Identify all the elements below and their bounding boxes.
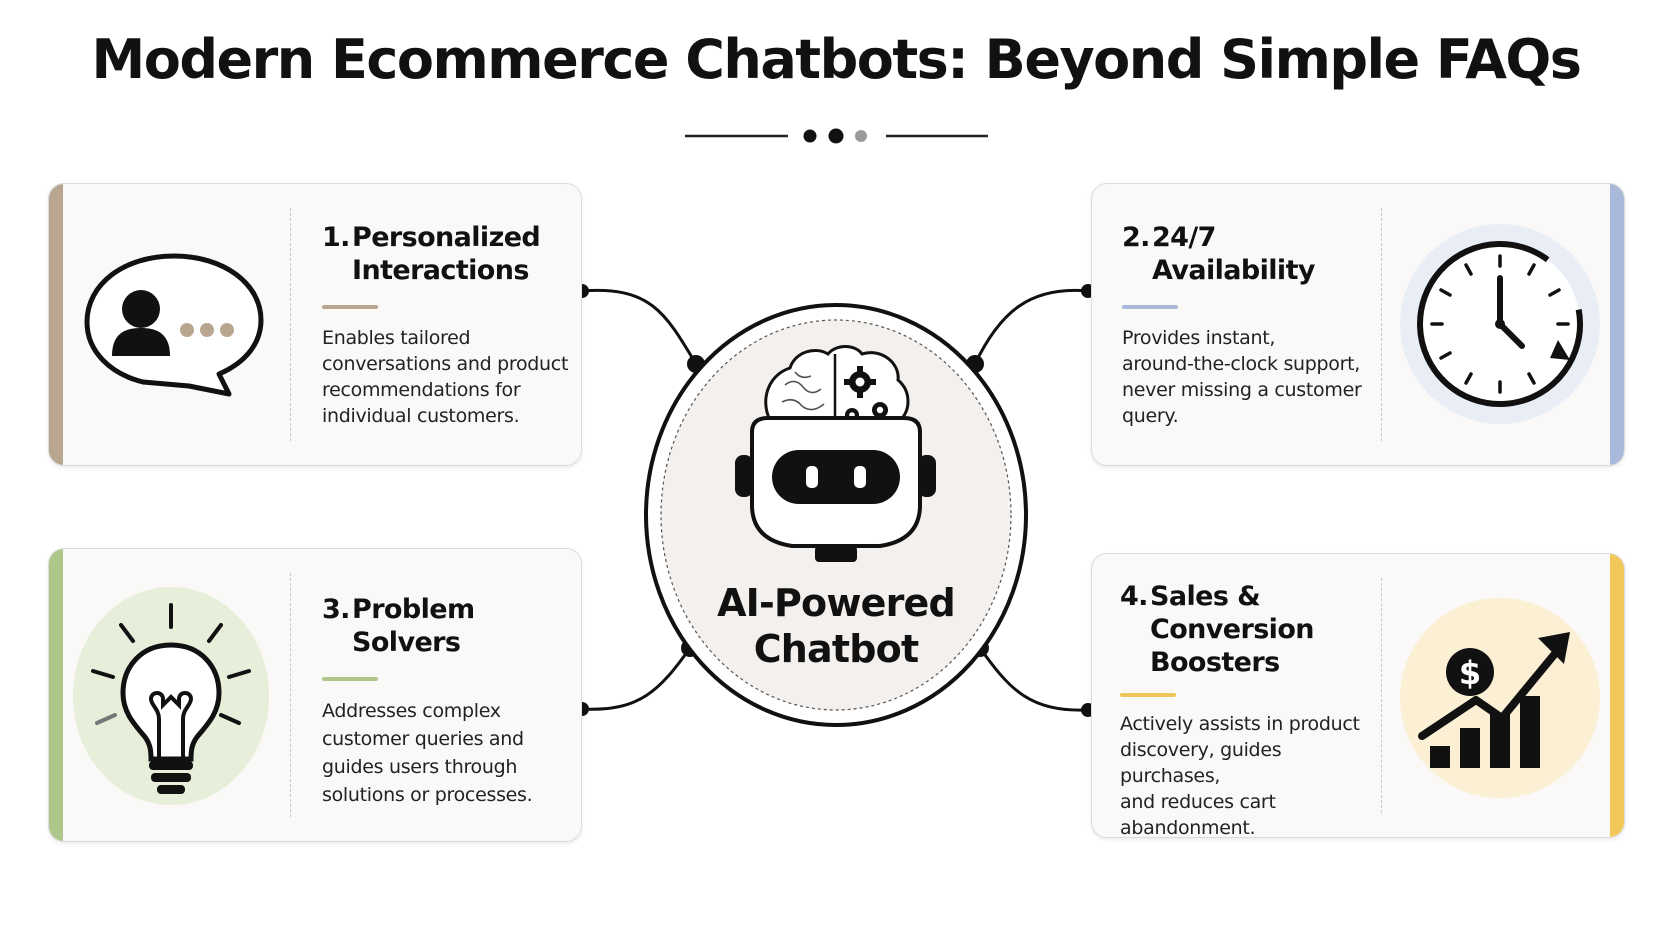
sales-growth-chart-icon: $ <box>1398 596 1602 805</box>
card-sales-conversion-boosters: 4.Sales & Conversion Boosters Actively a… <box>1091 553 1625 838</box>
card-divider <box>290 208 291 441</box>
center-label: AI-Powered Chatbot <box>686 580 986 672</box>
connector-3 <box>581 647 692 711</box>
card-24-7-availability: 2.24/7 Availability Provides instant, ar… <box>1091 183 1625 466</box>
card-body: Actively assists in product discovery, g… <box>1120 713 1360 838</box>
card-underline <box>322 305 378 309</box>
card-heading: 3.Problem Solvers <box>322 594 475 658</box>
connector-lines <box>581 288 1089 712</box>
card-divider <box>1381 208 1382 441</box>
card-accent <box>49 549 63 841</box>
chat-bubble-user-icon <box>79 244 269 409</box>
svg-text:$: $ <box>1459 654 1481 692</box>
card-text: 3.Problem Solvers Addresses complex cust… <box>322 593 577 809</box>
card-body: Enables tailored conversations and produ… <box>322 327 569 427</box>
center-label-line1: AI-Powered <box>717 581 956 625</box>
center-label-line2: Chatbot <box>753 627 919 671</box>
card-underline <box>322 677 378 681</box>
card-text: 2.24/7 Availability Provides instant, ar… <box>1122 221 1377 429</box>
connector-4 <box>978 647 1089 712</box>
card-body: Provides instant, around-the-clock suppo… <box>1122 327 1362 427</box>
card-problem-solvers: 3.Problem Solvers Addresses complex cust… <box>48 548 582 842</box>
page-title: Modern Ecommerce Chatbots: Beyond Simple… <box>91 28 1582 91</box>
card-text: 1.Personalized Interactions Enables tail… <box>322 221 577 429</box>
card-underline <box>1120 693 1176 697</box>
card-body: Addresses complex customer queries and g… <box>322 700 533 806</box>
clock-icon <box>1398 222 1602 431</box>
connector-1 <box>581 288 698 365</box>
card-text: 4.Sales & Conversion Boosters Actively a… <box>1120 580 1382 838</box>
title-ornament <box>685 128 988 144</box>
card-personalized-interactions: 1.Personalized Interactions Enables tail… <box>48 183 582 466</box>
card-accent <box>49 184 63 465</box>
card-divider <box>1381 578 1382 813</box>
card-divider <box>290 573 291 817</box>
robot-brain-icon <box>735 345 936 562</box>
card-heading: 4.Sales & Conversion Boosters <box>1120 581 1315 678</box>
card-heading: 2.24/7 Availability <box>1122 222 1315 286</box>
lightbulb-icon <box>71 585 271 812</box>
card-accent <box>1610 554 1624 837</box>
card-heading: 1.Personalized Interactions <box>322 222 541 286</box>
connector-2 <box>973 288 1089 365</box>
card-accent <box>1610 184 1624 465</box>
card-underline <box>1122 305 1178 309</box>
